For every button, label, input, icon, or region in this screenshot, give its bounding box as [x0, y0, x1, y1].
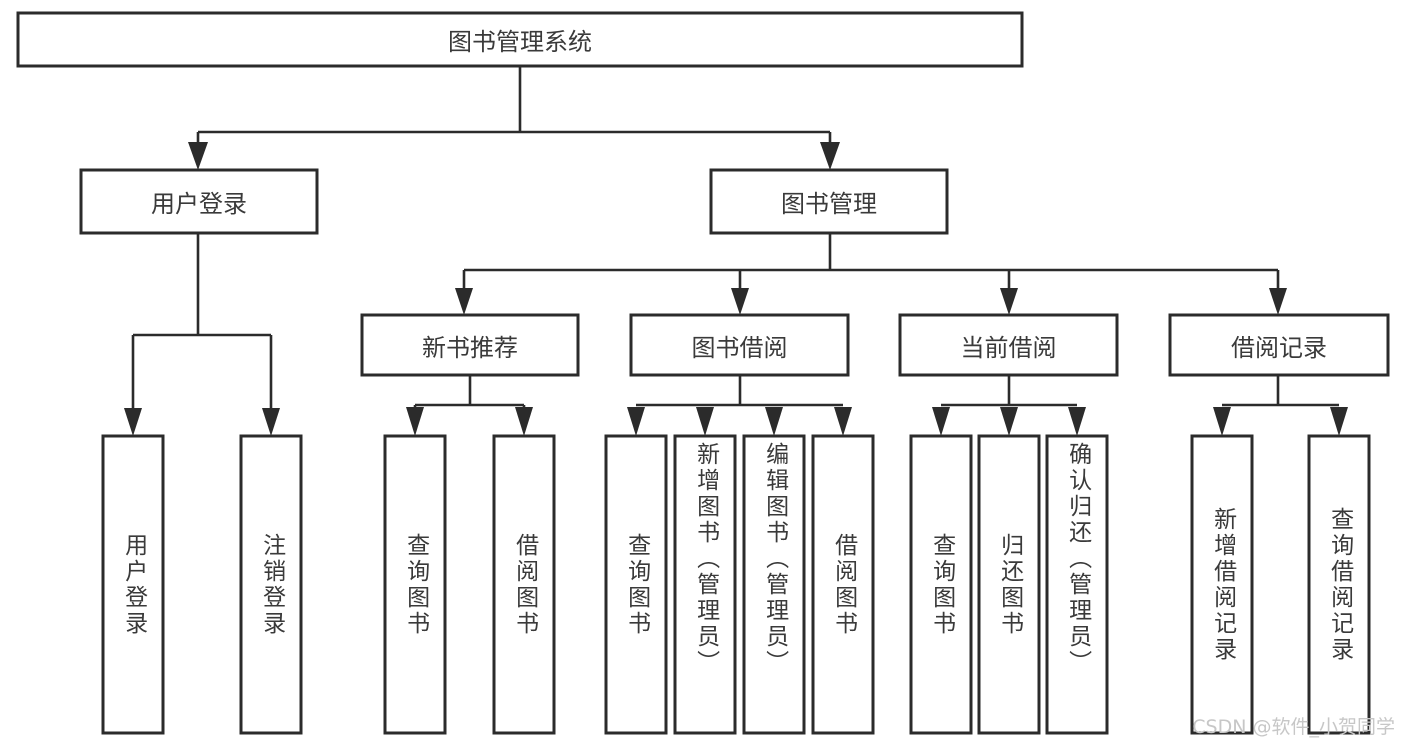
arrowhead-currentborrow-l3 — [1068, 407, 1086, 436]
arrowhead-borrowrecord-l2 — [1330, 407, 1348, 436]
arrowhead-newbook-l2 — [515, 407, 533, 436]
node-box-current-borrow[interactable] — [898, 313, 1119, 377]
node-box-borrow-record[interactable] — [1168, 313, 1390, 377]
arrowhead-bookborrow-l1 — [627, 407, 645, 436]
arrowhead-root-to-book — [820, 142, 840, 170]
arrowhead-root-to-user — [188, 142, 208, 170]
leaf-box-new-book-2[interactable] — [492, 434, 556, 735]
node-box-new-book-recommend[interactable] — [360, 313, 580, 377]
leaf-box-user-login-2[interactable] — [239, 434, 303, 735]
arrowhead-borrowrecord-l1 — [1213, 407, 1231, 436]
arrowhead-newbook-l1 — [406, 407, 424, 436]
leaf-box-book-borrow-1[interactable] — [604, 434, 668, 735]
arrowhead-bookborrow-l4 — [834, 407, 852, 436]
arrowhead-currentborrow-l2 — [1000, 407, 1018, 436]
arrowhead-user-leaf2 — [262, 408, 280, 436]
leaf-box-current-borrow-2[interactable] — [977, 434, 1041, 735]
leaf-box-borrow-record-2[interactable] — [1307, 434, 1371, 735]
node-box-book-borrow[interactable] — [629, 313, 850, 377]
leaf-box-book-borrow-4[interactable] — [811, 434, 875, 735]
arrowhead-bookborrow-l3 — [765, 407, 783, 436]
leaf-box-book-borrow-3[interactable] — [742, 434, 806, 735]
arrowhead-bookborrow-l2 — [696, 407, 714, 436]
connector-group-new-book — [406, 375, 533, 436]
connector-group-user-login — [124, 233, 280, 436]
arrowhead-book-c1 — [455, 288, 473, 315]
connector-group-book-borrow — [627, 375, 852, 436]
connector-group-book-manage — [455, 233, 1287, 315]
connector-group-current-borrow — [932, 375, 1086, 436]
leaf-box-current-borrow-1[interactable] — [909, 434, 973, 735]
arrowhead-book-c2 — [731, 288, 749, 315]
arrowhead-user-leaf1 — [124, 408, 142, 436]
node-box-book-manage[interactable] — [709, 168, 949, 235]
arrowhead-currentborrow-l1 — [932, 407, 950, 436]
leaf-box-book-borrow-2[interactable] — [673, 434, 737, 735]
node-box-root[interactable] — [16, 11, 1024, 68]
connector-group-root — [188, 66, 840, 170]
node-box-user-login[interactable] — [79, 168, 319, 235]
arrowhead-book-c4 — [1269, 288, 1287, 315]
leaf-box-user-login-1[interactable] — [101, 434, 165, 735]
connector-group-borrow-record — [1213, 375, 1348, 436]
leaf-box-new-book-1[interactable] — [383, 434, 447, 735]
arrowhead-book-c3 — [1000, 288, 1018, 315]
leaf-box-borrow-record-1[interactable] — [1190, 434, 1254, 735]
leaf-box-current-borrow-3[interactable] — [1045, 434, 1109, 735]
